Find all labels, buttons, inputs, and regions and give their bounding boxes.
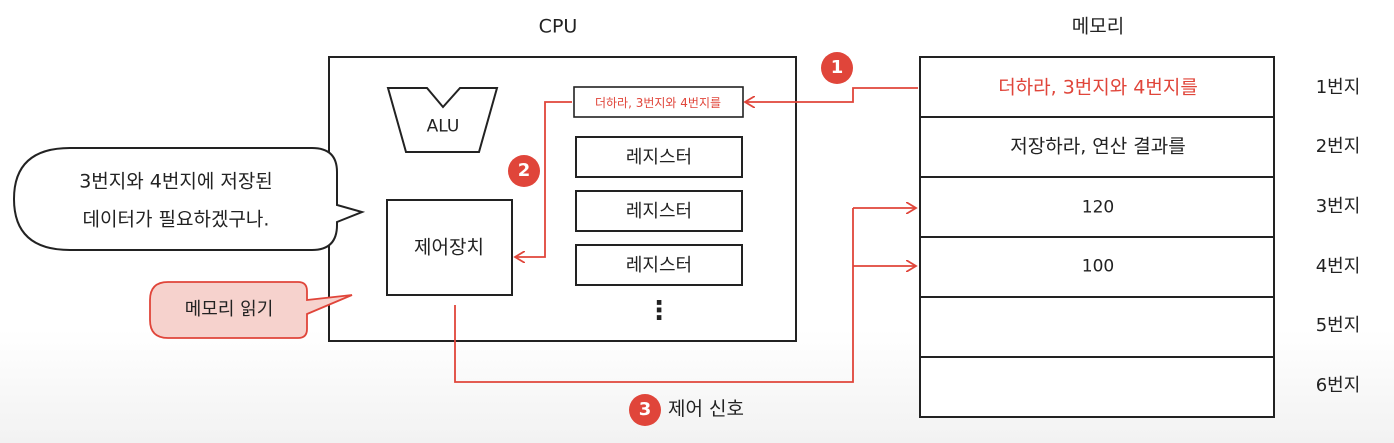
- instruction-register-box: [573, 86, 744, 118]
- memory-address-1: 1번지: [1315, 77, 1361, 98]
- register-label-1: 레지스터: [625, 147, 693, 168]
- step-2-number: 2: [517, 160, 531, 181]
- memory-address-6: 6번지: [1315, 375, 1361, 396]
- note-tag-shape: [149, 281, 353, 339]
- register-label-2: 레지스터: [625, 201, 693, 222]
- memory-address-4: 4번지: [1315, 256, 1361, 277]
- speech-bubble-shape: [12, 147, 366, 251]
- control-unit-label: 제어장치: [414, 236, 484, 259]
- decode-arrow: [515, 101, 572, 257]
- register-box-3: [575, 244, 743, 286]
- step-1-circle: [821, 52, 853, 84]
- control-signal-line: [454, 208, 854, 383]
- step-3-circle: [629, 394, 661, 426]
- fetch-arrow: [745, 87, 918, 102]
- register-label-3: 레지스터: [625, 255, 693, 276]
- note-tag-text: 메모리 읽기: [184, 299, 274, 320]
- instruction-register-text: 더하라, 3번지와 4번지를: [594, 96, 722, 110]
- memory-cell-1-content: 더하라, 3번지와 4번지를: [998, 76, 1198, 99]
- alu-shape: [386, 87, 499, 153]
- speech-bubble-line-1: 3번지와 4번지에 저장된: [79, 170, 273, 193]
- control-unit-box: [386, 199, 513, 296]
- memory-cell-2-content: 저장하라, 연산 결과를: [1010, 135, 1186, 158]
- register-box-2: [575, 190, 743, 232]
- step-3-number: 3: [638, 399, 652, 420]
- memory-cell-3-content: 120: [1081, 197, 1115, 218]
- step-1-number: 1: [830, 57, 844, 78]
- memory-cell-4-content: 100: [1081, 256, 1115, 277]
- alu-label: ALU: [426, 116, 460, 137]
- memory-address-3: 3번지: [1315, 196, 1361, 217]
- step-2-circle: [508, 155, 540, 187]
- memory-address-5: 5번지: [1315, 315, 1361, 336]
- speech-bubble-line-2: 데이터가 필요하겠구나.: [82, 208, 270, 231]
- more-registers-ellipsis: ⋮: [646, 296, 672, 326]
- step-3-label: 제어 신호: [668, 398, 744, 420]
- memory-title: 메모리: [1071, 15, 1125, 38]
- cpu-title: CPU: [538, 15, 578, 38]
- register-box-1: [575, 136, 743, 178]
- memory-address-2: 2번지: [1315, 136, 1361, 157]
